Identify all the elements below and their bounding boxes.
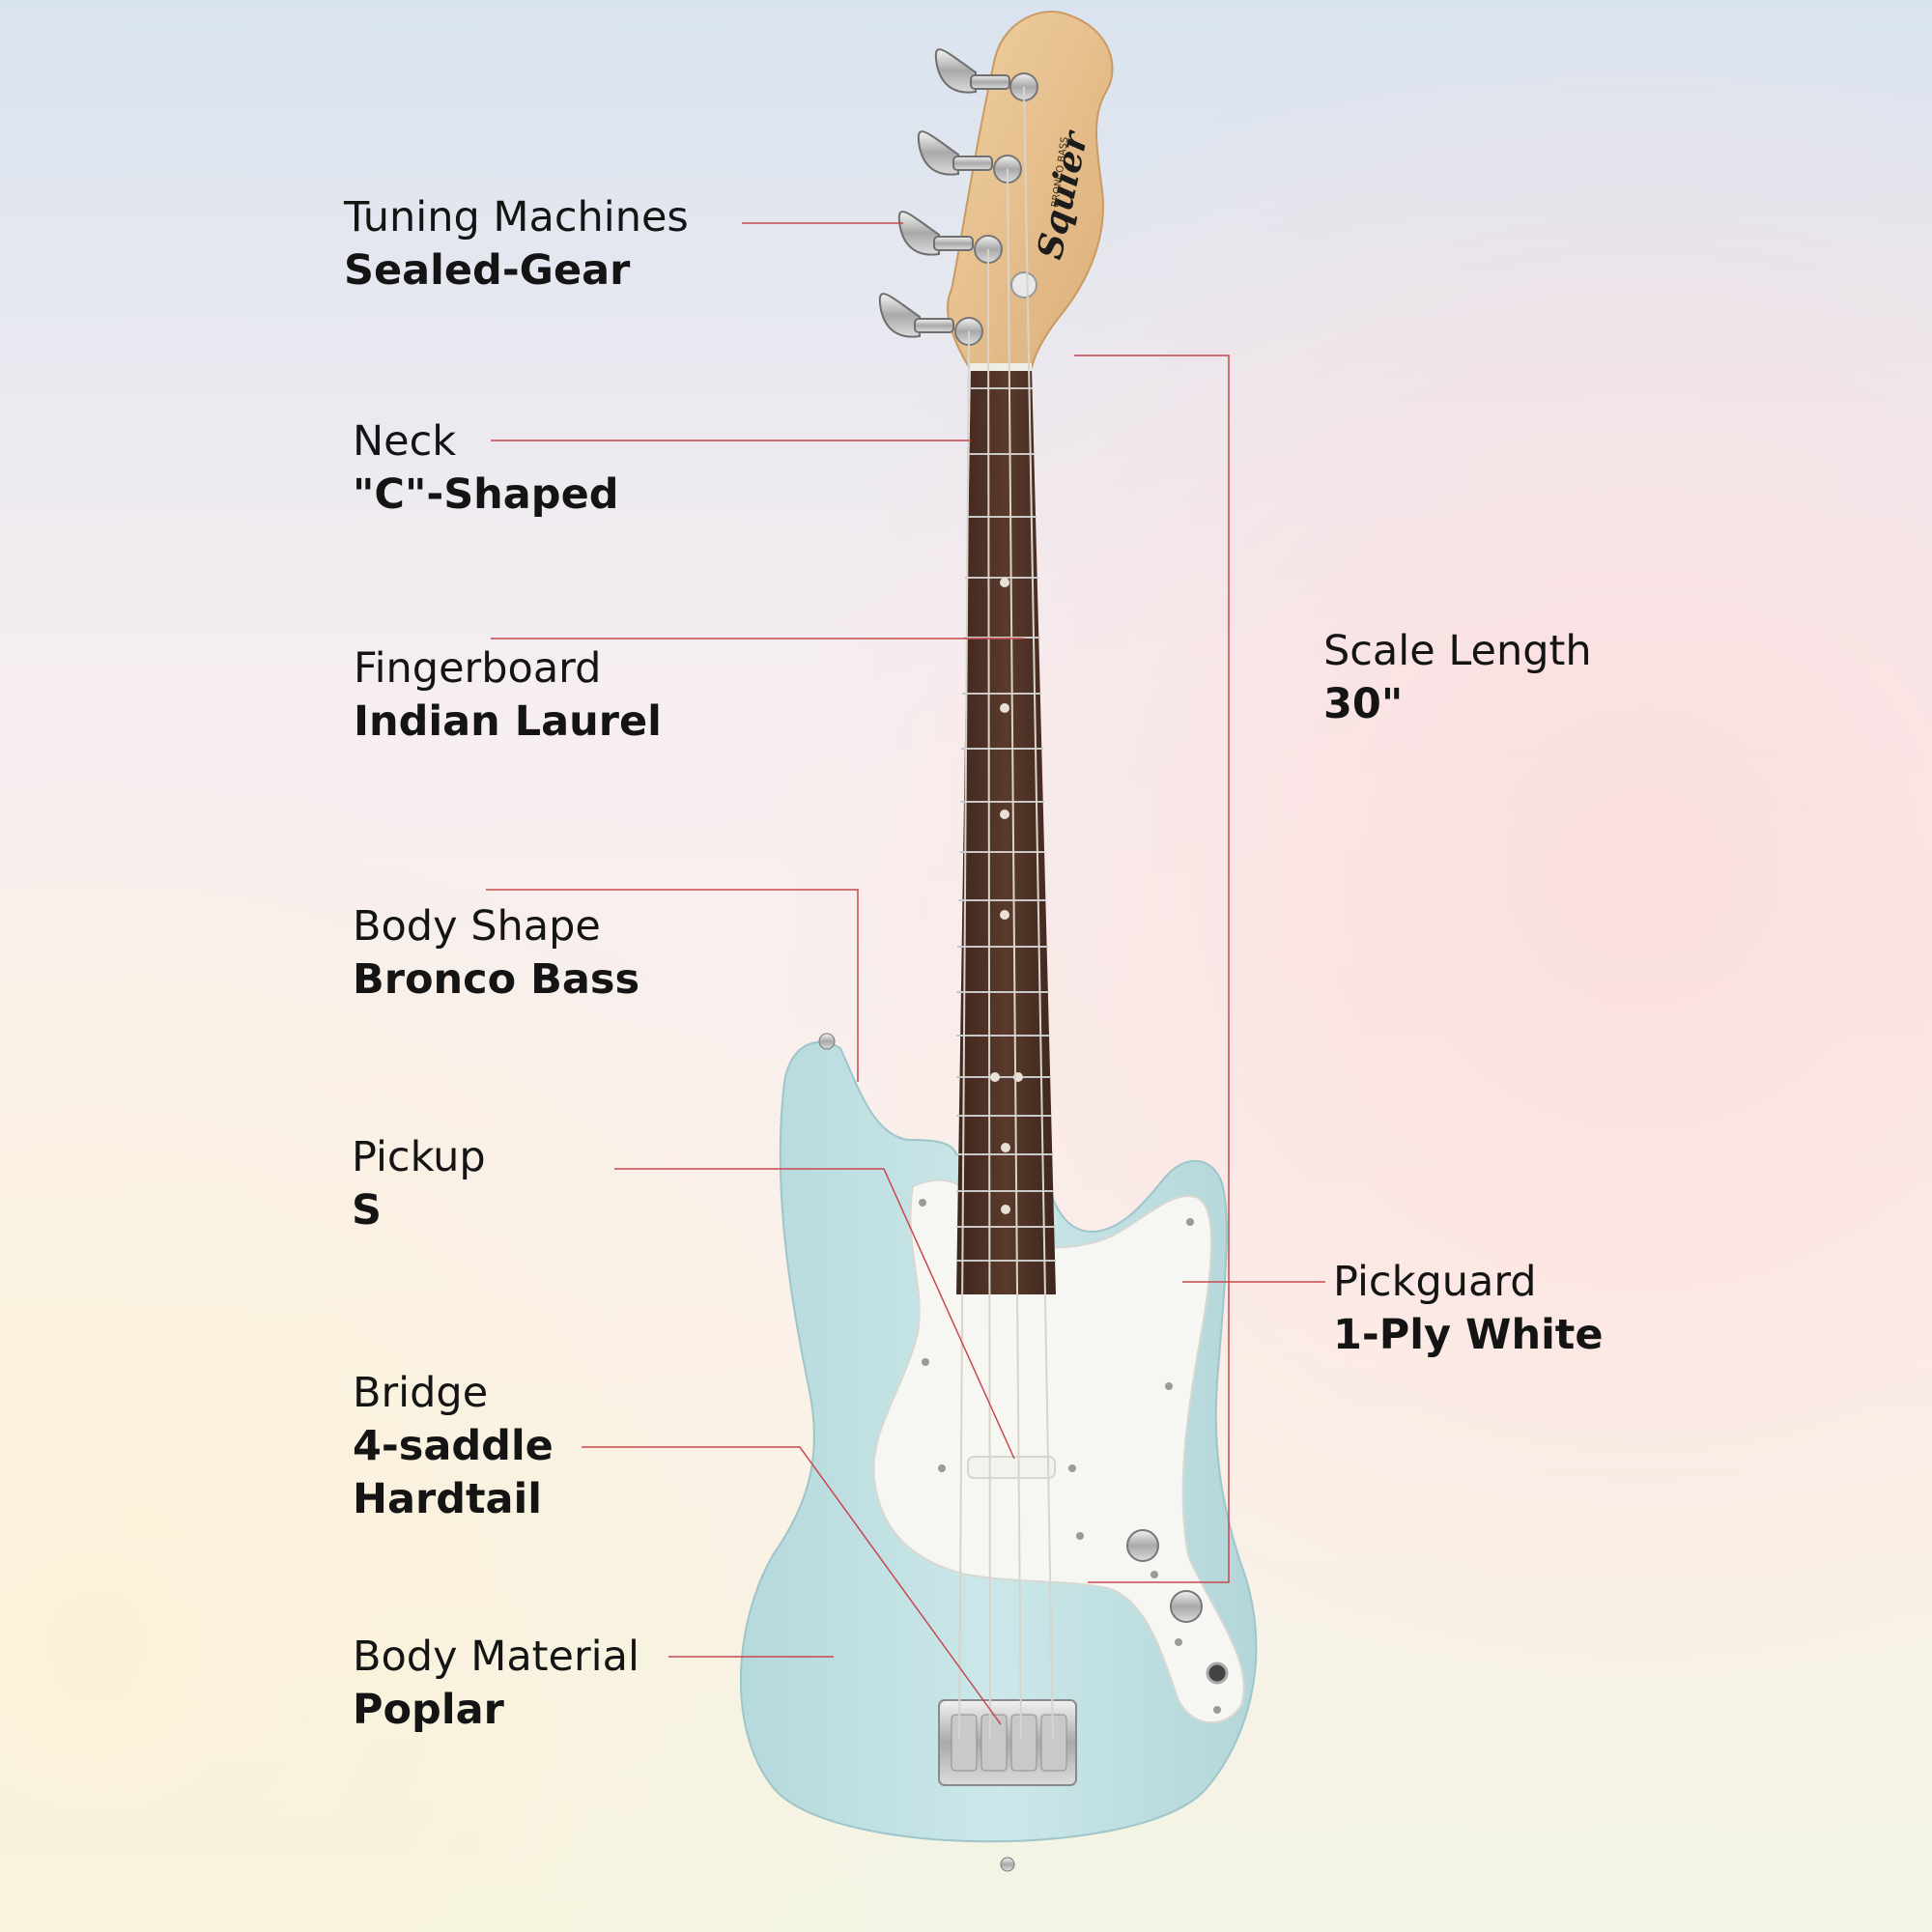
strings: [958, 86, 1054, 1740]
spec-fingerboard-value: Indian Laurel: [354, 697, 662, 746]
headstock: [947, 11, 1114, 368]
spec-pickup-value: S: [352, 1186, 382, 1235]
callout-body-shape: [486, 889, 859, 1082]
callout-scale-length: [1074, 355, 1230, 1583]
pickguard-plate: [872, 1179, 1245, 1724]
spec-pickup-label: Pickup: [352, 1133, 486, 1181]
strap-button-bottom-icon: [1000, 1857, 1015, 1872]
spec-body-shape-label: Body Shape: [353, 902, 601, 951]
spec-tuning-machines-value: Sealed-Gear: [344, 246, 631, 295]
spec-pickup: Pickup S: [352, 1131, 486, 1237]
spec-body-material-label: Body Material: [353, 1633, 639, 1681]
spec-tuning-machines: Tuning Machines Sealed-Gear: [344, 191, 689, 298]
spec-neck-label: Neck: [353, 417, 457, 466]
strap-button-icon: [818, 1033, 836, 1050]
spec-bridge: Bridge 4-saddle Hardtail: [353, 1367, 554, 1526]
spec-scale-length-value: 30": [1323, 680, 1404, 728]
spec-scale-length-label: Scale Length: [1323, 627, 1592, 675]
volume-knob-icon: [1126, 1529, 1159, 1562]
nut: [970, 363, 1032, 371]
bridge-hardware: [938, 1699, 1077, 1786]
tone-knob-icon: [1170, 1590, 1203, 1623]
spec-body-material: Body Material Poplar: [353, 1631, 639, 1737]
spec-bridge-label: Bridge: [353, 1369, 489, 1417]
spec-pickguard: Pickguard 1-Ply White: [1333, 1256, 1604, 1362]
callout-lines: [486, 222, 1325, 1725]
spec-neck: Neck "C"-Shaped: [353, 415, 619, 522]
spec-scale-length: Scale Length 30": [1323, 625, 1592, 731]
spec-bridge-value-line1: 4-saddle: [353, 1422, 554, 1470]
spec-body-shape: Body Shape Bronco Bass: [353, 900, 639, 1007]
string-tree-icon: [1010, 271, 1037, 298]
spec-body-material-value: Poplar: [353, 1686, 504, 1734]
spec-pickguard-value: 1-Ply White: [1333, 1311, 1604, 1359]
tuning-machine-icons: [878, 48, 1010, 338]
output-jack-icon: [1206, 1662, 1229, 1685]
spec-neck-value: "C"-Shaped: [353, 470, 619, 519]
spec-fingerboard: Fingerboard Indian Laurel: [354, 642, 662, 749]
spec-body-shape-value: Bronco Bass: [353, 955, 640, 1004]
pickup: [967, 1456, 1056, 1479]
callout-bridge: [582, 1446, 1002, 1725]
callout-pickup: [614, 1168, 1015, 1460]
spec-tuning-machines-label: Tuning Machines: [344, 193, 689, 242]
spec-bridge-value-line2: Hardtail: [353, 1475, 543, 1523]
spec-fingerboard-label: Fingerboard: [354, 644, 602, 693]
fingerboard: [956, 367, 1056, 1294]
frets: [956, 387, 1056, 1262]
spec-pickguard-label: Pickguard: [1333, 1258, 1537, 1306]
